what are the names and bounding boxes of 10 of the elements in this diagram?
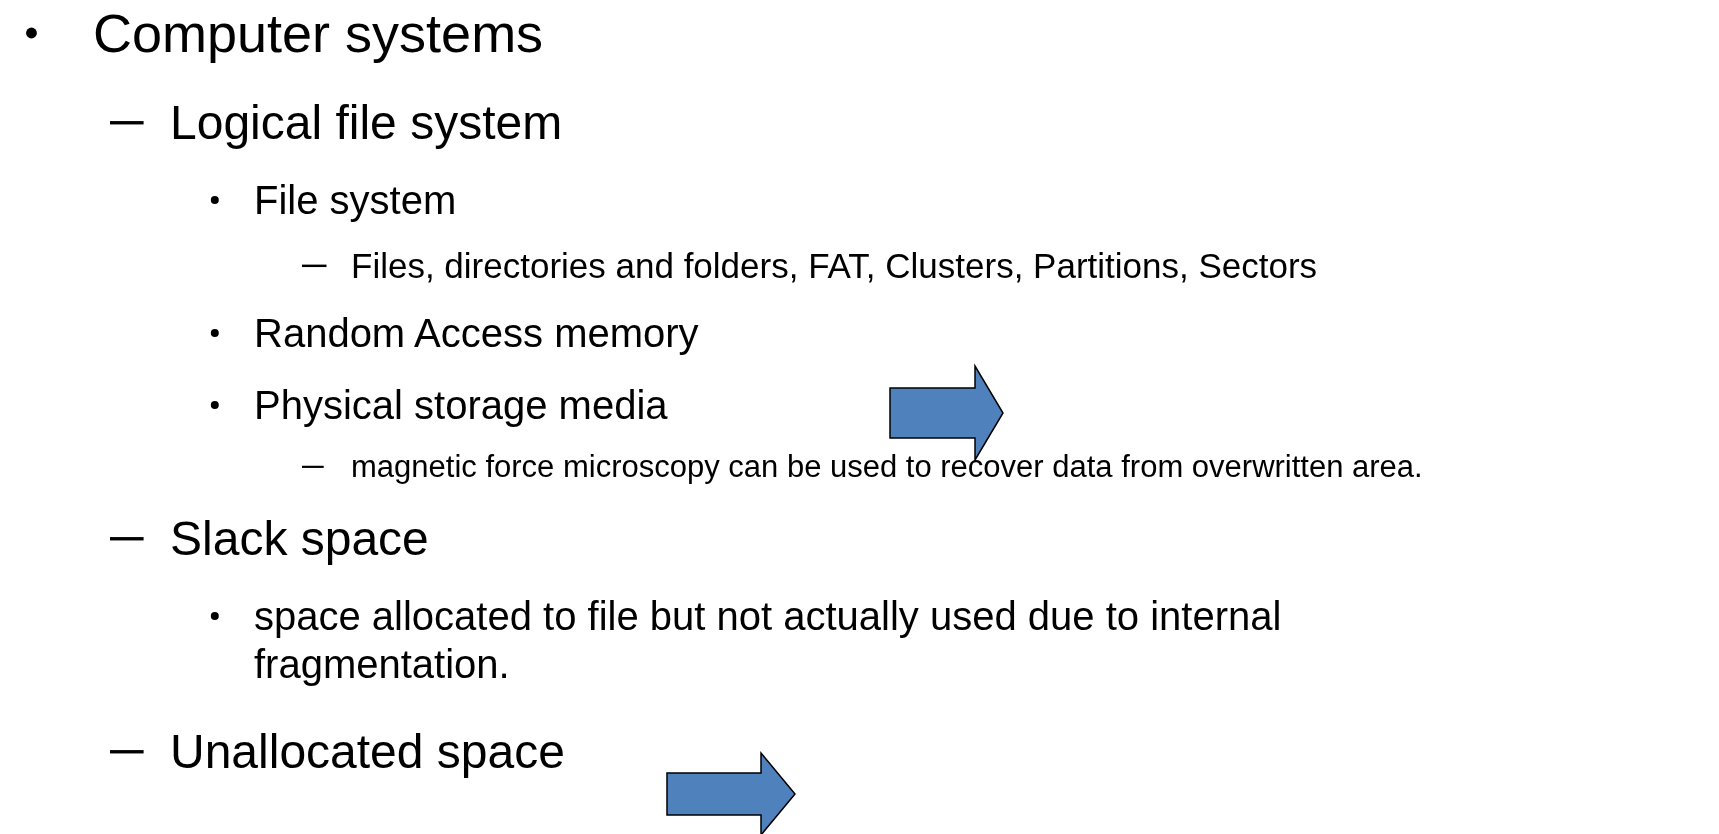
bullet-text: Physical storage media: [254, 382, 668, 429]
bullet-text: Computer systems: [93, 1, 544, 65]
bullet-text: Random Access memory: [254, 310, 699, 357]
bullet-text: Slack space: [170, 511, 429, 568]
bullet-text: Unallocated space: [170, 724, 565, 781]
bullet-text: space allocated to file but not actually used due to internal fragmentation.: [254, 593, 1283, 688]
bullet-text: Files, directories and folders, FAT, Clusters, Partitions, Sectors: [351, 245, 1318, 287]
bullet-text: File system: [254, 177, 457, 224]
bullet-text: magnetic force microscopy can be used to recover data from overwritten area.: [351, 448, 1423, 486]
bullet-text: Logical file system: [170, 95, 563, 152]
